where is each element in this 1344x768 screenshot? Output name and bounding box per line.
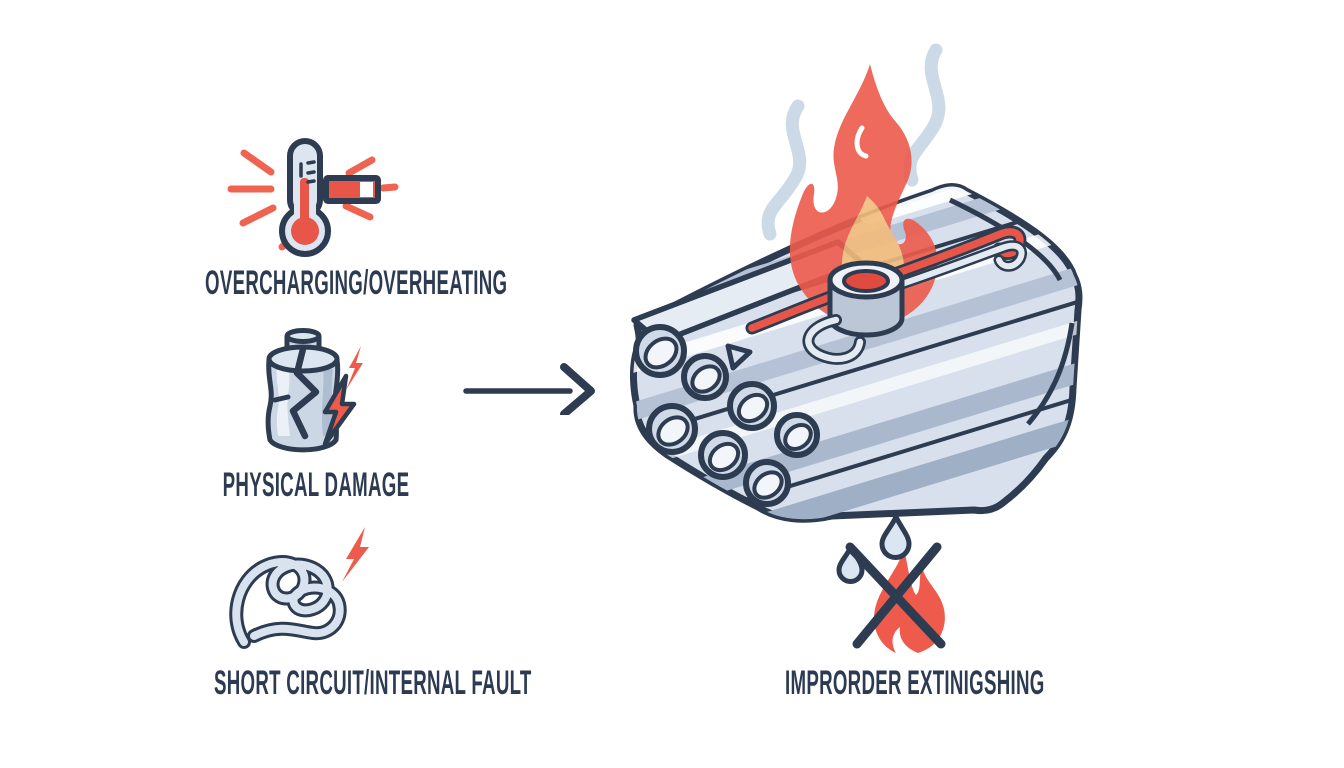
overheating-thermometer-icon: [222, 128, 422, 268]
loop-wire: [802, 314, 866, 365]
grey-wire: [884, 240, 1028, 294]
right-arrow-icon: [450, 353, 620, 415]
cause-label-overcharging: OVERCHARGING/OVERHEATING: [205, 264, 508, 302]
cause-label-physical-damage: PHYSICAL DAMAGE: [222, 466, 410, 504]
vent-cap: [827, 260, 905, 338]
battery-cells-front-face: [633, 324, 820, 507]
no-water-on-fire-icon: [820, 503, 980, 665]
tangled-wire-icon: [218, 518, 390, 660]
warning-label-improper-extinguishing: IMPRORDER EXTINIGSHING: [785, 664, 1045, 702]
burning-battery-pack-illustration: [600, 28, 1120, 538]
cause-label-short-circuit: SHORT CIRCUIT/INTERNAL FAULT: [214, 664, 532, 702]
cracked-battery-icon: [245, 318, 395, 470]
